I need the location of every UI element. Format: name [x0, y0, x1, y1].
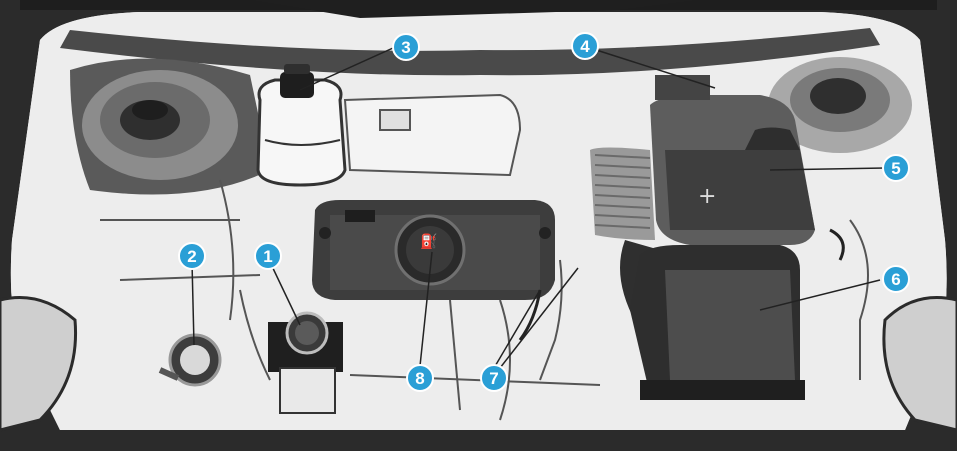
callout-1-label: 1	[263, 247, 272, 266]
callout-8-label: 8	[415, 369, 424, 388]
right-strut-tower	[768, 57, 912, 153]
left-strut-tower	[70, 58, 270, 195]
callout-4-label: 4	[580, 37, 590, 56]
callout-4: 4	[571, 32, 599, 60]
brake-fluid-reservoir	[268, 311, 343, 414]
engine-cover	[312, 200, 555, 300]
callout-3-label: 3	[401, 38, 410, 57]
scuttle-panel	[60, 28, 880, 76]
right-headlight	[882, 296, 957, 432]
callout-6: 6	[882, 265, 910, 293]
callout-3: 3	[392, 33, 420, 61]
callout-leaders	[191, 47, 886, 369]
callout-6-label: 6	[891, 270, 900, 289]
oil-can-icon: ⛽	[420, 233, 437, 250]
callout-5-label: 5	[891, 159, 900, 178]
engine-pipework	[100, 179, 869, 421]
callout-1: 1	[254, 242, 282, 270]
power-steering-reservoir	[256, 64, 347, 187]
washer-reservoir	[158, 333, 222, 387]
callout-7-label: 7	[489, 369, 498, 388]
callout-2: 2	[178, 242, 206, 270]
battery-plus-icon: +	[698, 184, 716, 209]
battery: +	[650, 75, 815, 245]
air-filter-box	[630, 245, 805, 400]
callout-5: 5	[882, 154, 910, 182]
callout-2-label: 2	[187, 247, 196, 266]
callout-7: 7	[480, 364, 508, 392]
left-headlight	[0, 296, 78, 432]
callout-8: 8	[406, 364, 434, 392]
